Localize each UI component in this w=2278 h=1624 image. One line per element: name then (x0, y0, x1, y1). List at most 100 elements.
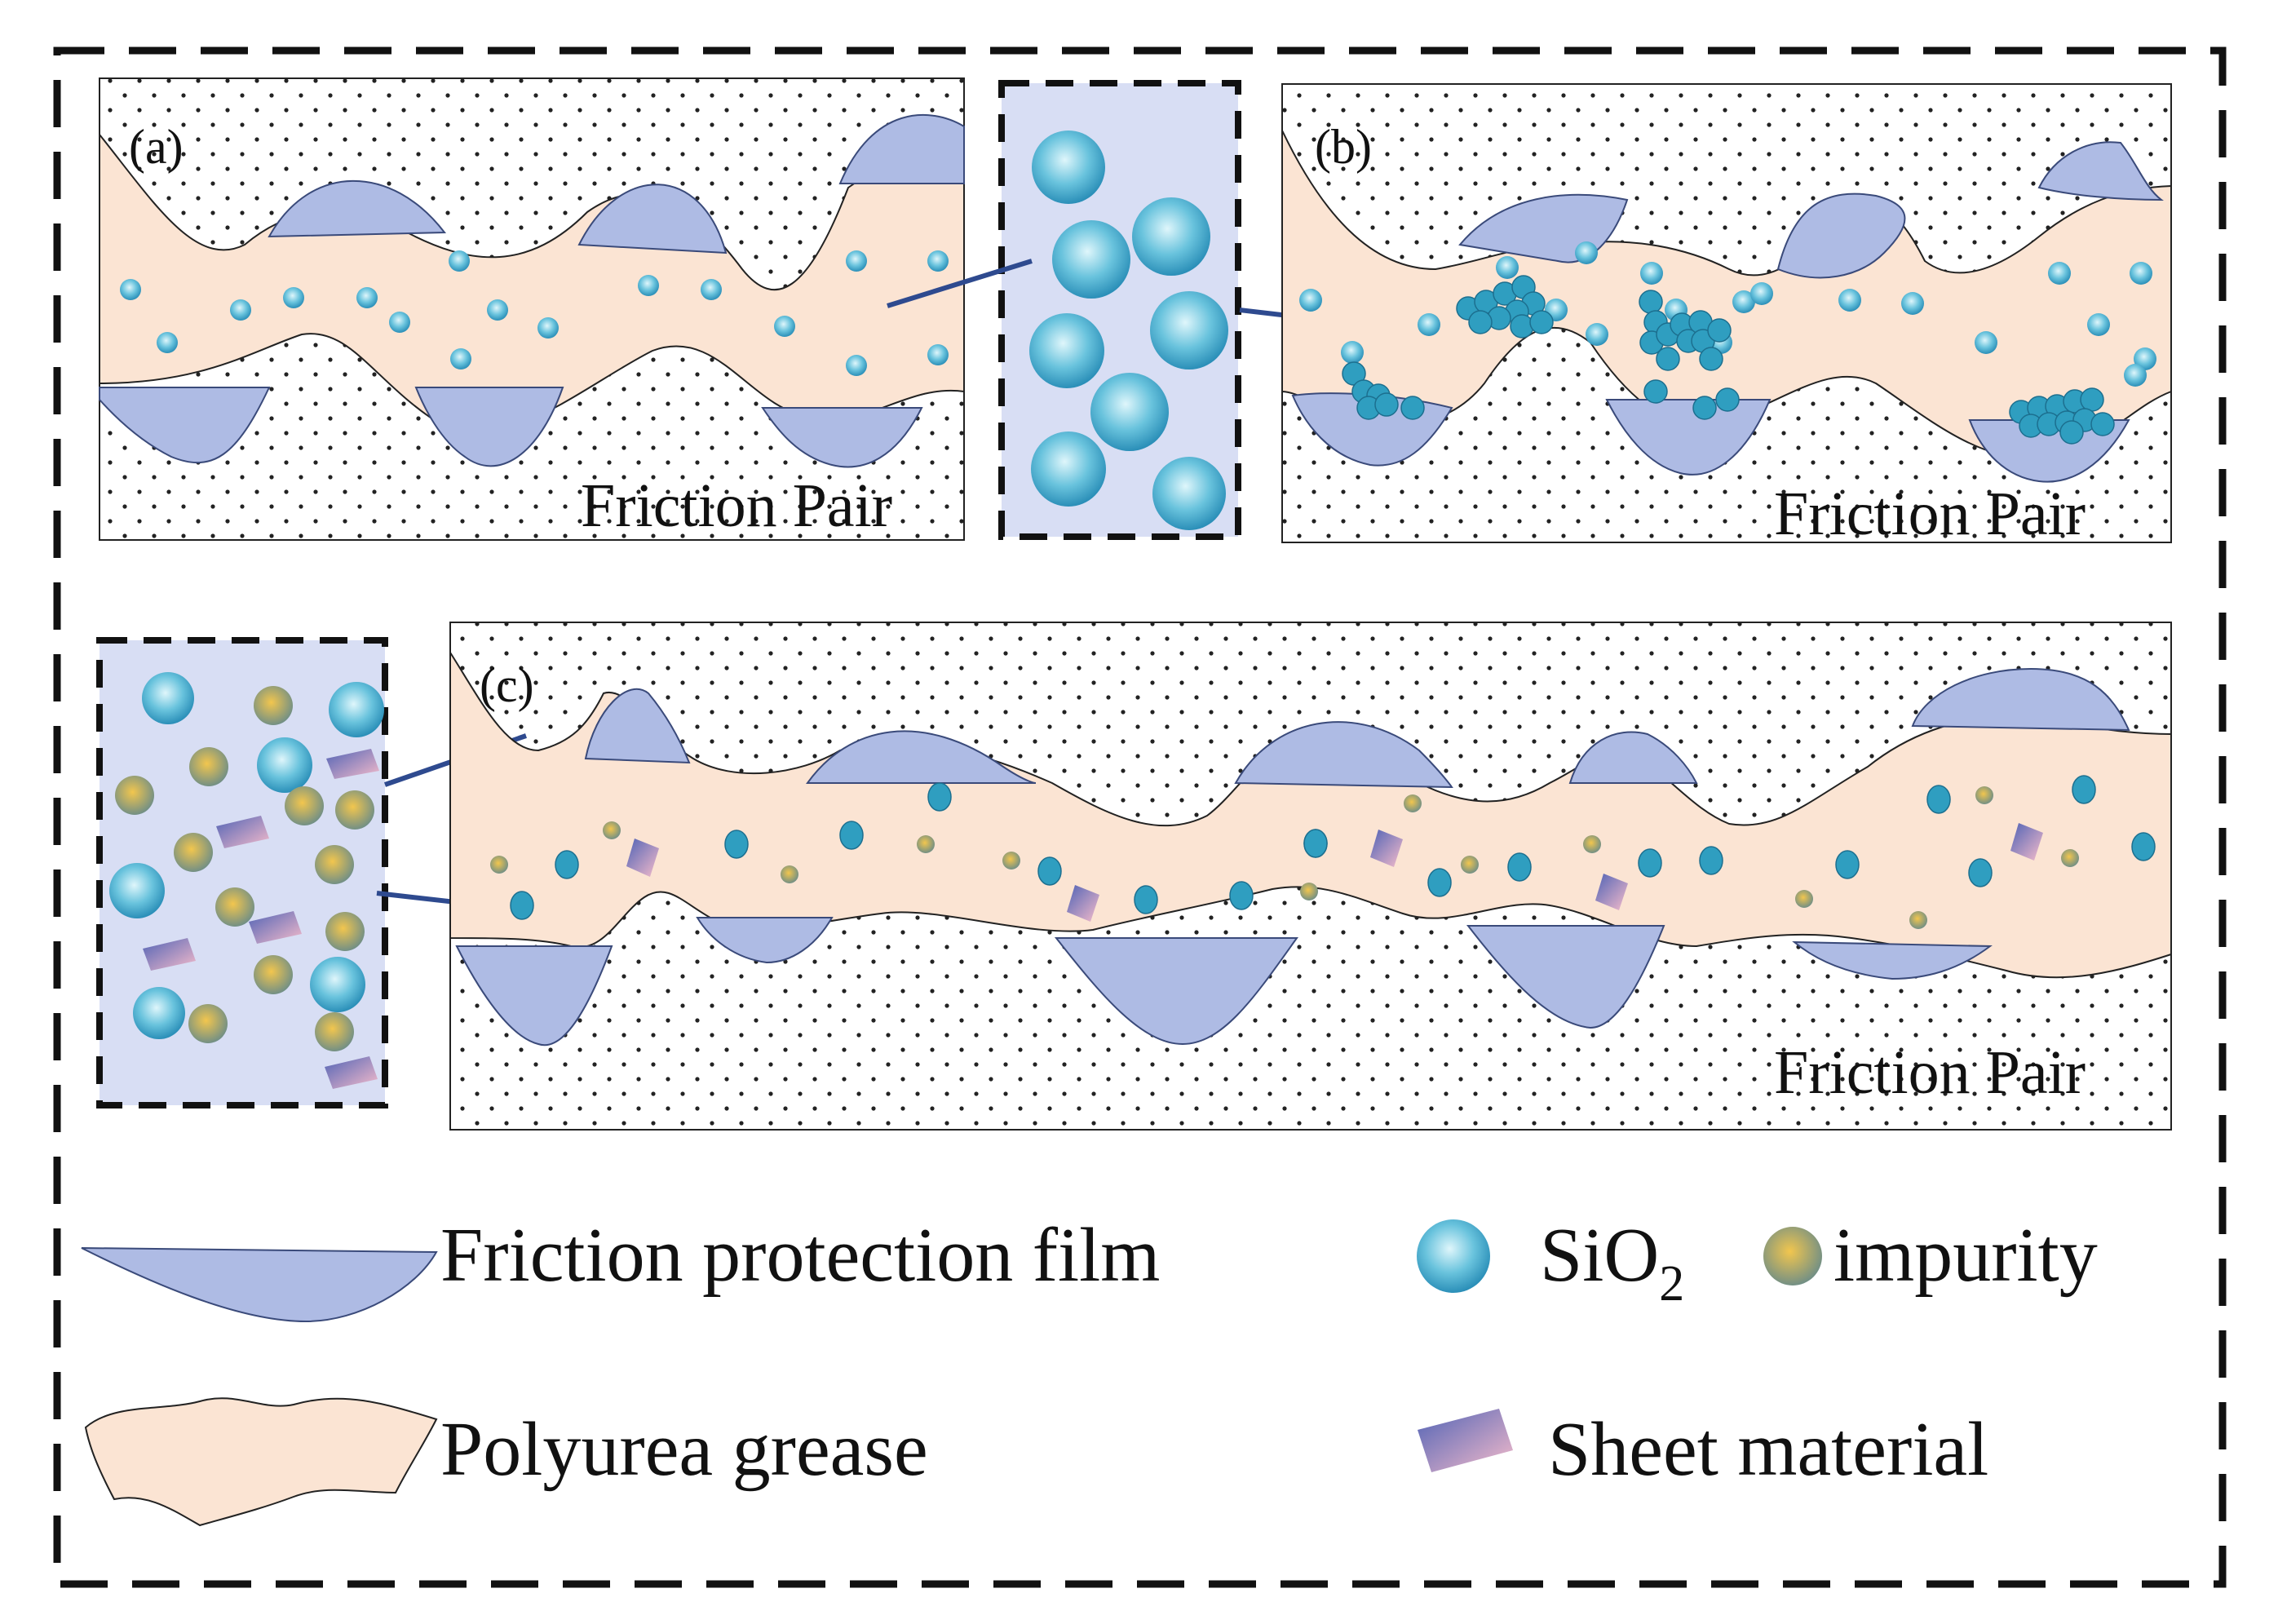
cluster-particle (2090, 412, 2115, 436)
impurity-particle (1461, 856, 1479, 874)
sio2-particle (389, 312, 410, 333)
sio2-particle (1835, 850, 1860, 879)
impurity-particle (490, 856, 508, 874)
sheet-particle (1067, 885, 1099, 922)
impurity-particle (189, 747, 228, 786)
protection-film-c1 (584, 688, 691, 764)
sio2-particle (487, 299, 508, 321)
sio2-particle (230, 299, 251, 321)
sio2-particle (1418, 313, 1440, 336)
sio2-particle (257, 737, 312, 793)
sio2-particle (1732, 290, 1755, 313)
sio2-particle (450, 348, 471, 369)
sheet-particle (2010, 823, 2043, 861)
sio2-particle (638, 275, 659, 296)
sheet-particle (326, 749, 379, 779)
sio2-particle (1638, 848, 1662, 878)
impurity-particle (325, 912, 365, 951)
cluster-particle (1707, 318, 1732, 343)
sheet-particle (626, 839, 659, 877)
sio2-particle (1926, 785, 1951, 814)
impurity-particle (2061, 849, 2079, 867)
sio2-particle (774, 316, 795, 337)
sio2-particle (2087, 313, 2110, 336)
sio2-particle (1032, 131, 1105, 204)
impurity-particle (115, 776, 154, 815)
sio2-particle (1132, 197, 1210, 276)
cluster-particle (1468, 310, 1493, 334)
impurity-particle (254, 686, 293, 725)
panel-c: (c) Friction Pair (449, 622, 2172, 1131)
protection-film-a3 (838, 113, 965, 184)
sio2-particle (927, 782, 952, 812)
sio2-particle (449, 250, 470, 272)
sio2-particle (724, 830, 749, 859)
protection-film-a2 (577, 184, 728, 254)
sio2-particle (1037, 856, 1062, 886)
sio2-particle (927, 344, 949, 365)
protection-film-c9 (1466, 925, 1665, 1029)
impurity-particle (285, 786, 324, 825)
sio2-particle (2124, 364, 2147, 387)
protection-film-b6 (1968, 419, 2130, 483)
sheet-particle (143, 938, 196, 971)
sheet-particle (216, 816, 269, 848)
sio2-cluster-b4 (2009, 387, 2115, 445)
sio2-particle (1303, 829, 1328, 858)
panel-a: (a) Friction Pair (99, 77, 965, 541)
protection-film-c4 (1568, 731, 1698, 784)
sio2-particles-c (510, 775, 2156, 920)
impurity-particle (1002, 852, 1020, 870)
sio2-particle (846, 250, 867, 272)
sio2-particle (555, 850, 579, 879)
sheet-particle (1595, 874, 1628, 910)
sheet-particle (249, 911, 302, 944)
impurity-particle (215, 887, 254, 927)
protection-film-c2 (806, 730, 1037, 784)
sio2-particle (1968, 858, 1993, 887)
protection-film-c6 (455, 945, 613, 1047)
legend-film-swatch (81, 1247, 438, 1323)
sio2-particle (701, 279, 722, 300)
legend-sio2-swatch (1417, 1219, 1490, 1293)
sio2-particle (1640, 262, 1663, 285)
sio2-particle (1699, 846, 1723, 875)
impurity-particle (1795, 890, 1813, 908)
sio2-particle (2131, 832, 2156, 861)
sio2-particle (1052, 220, 1130, 299)
impurity-particle (1909, 911, 1927, 929)
sio2-particle (1090, 373, 1169, 451)
legend-sio2-subscript: 2 (1659, 1256, 1684, 1312)
sio2-particle (1031, 431, 1106, 507)
sio2-particle (2130, 262, 2152, 285)
protection-film-b5 (1605, 399, 1772, 476)
sio2-particle (537, 317, 559, 339)
cluster-particle (1400, 396, 1425, 420)
panel-a-label: (a) (129, 120, 184, 174)
panel-b-label: (b) (1315, 120, 1372, 174)
sio2-particle (356, 287, 378, 308)
sio2-particles-a (120, 250, 949, 376)
sio2-particle (2072, 775, 2096, 804)
sio2-particle (510, 891, 534, 920)
sio2-cluster-b1 (1342, 361, 1425, 420)
cluster-particle (2080, 387, 2104, 412)
impurity-particles-c (490, 786, 2079, 929)
cluster-particle (1692, 396, 1717, 420)
sio2-particle (1134, 885, 1158, 914)
cluster-particle (2059, 420, 2084, 445)
legend-grease-label: Polyurea grease (440, 1407, 928, 1492)
legend-sio2-label: SiO2 (1540, 1213, 1684, 1312)
impurity-particle (1300, 883, 1318, 901)
cluster-particle (1374, 392, 1399, 417)
sio2-particle (157, 332, 178, 353)
sio2-particle (1029, 313, 1104, 388)
protection-film-c8 (1054, 937, 1298, 1046)
sio2-particle (1152, 457, 1226, 530)
protection-film-a1 (268, 179, 446, 238)
sio2-particle (283, 287, 304, 308)
panel-c-label: (c) (480, 658, 534, 712)
sio2-particle (1229, 881, 1254, 910)
sio2-particle (1586, 323, 1608, 346)
sheet-particle (1370, 830, 1403, 867)
